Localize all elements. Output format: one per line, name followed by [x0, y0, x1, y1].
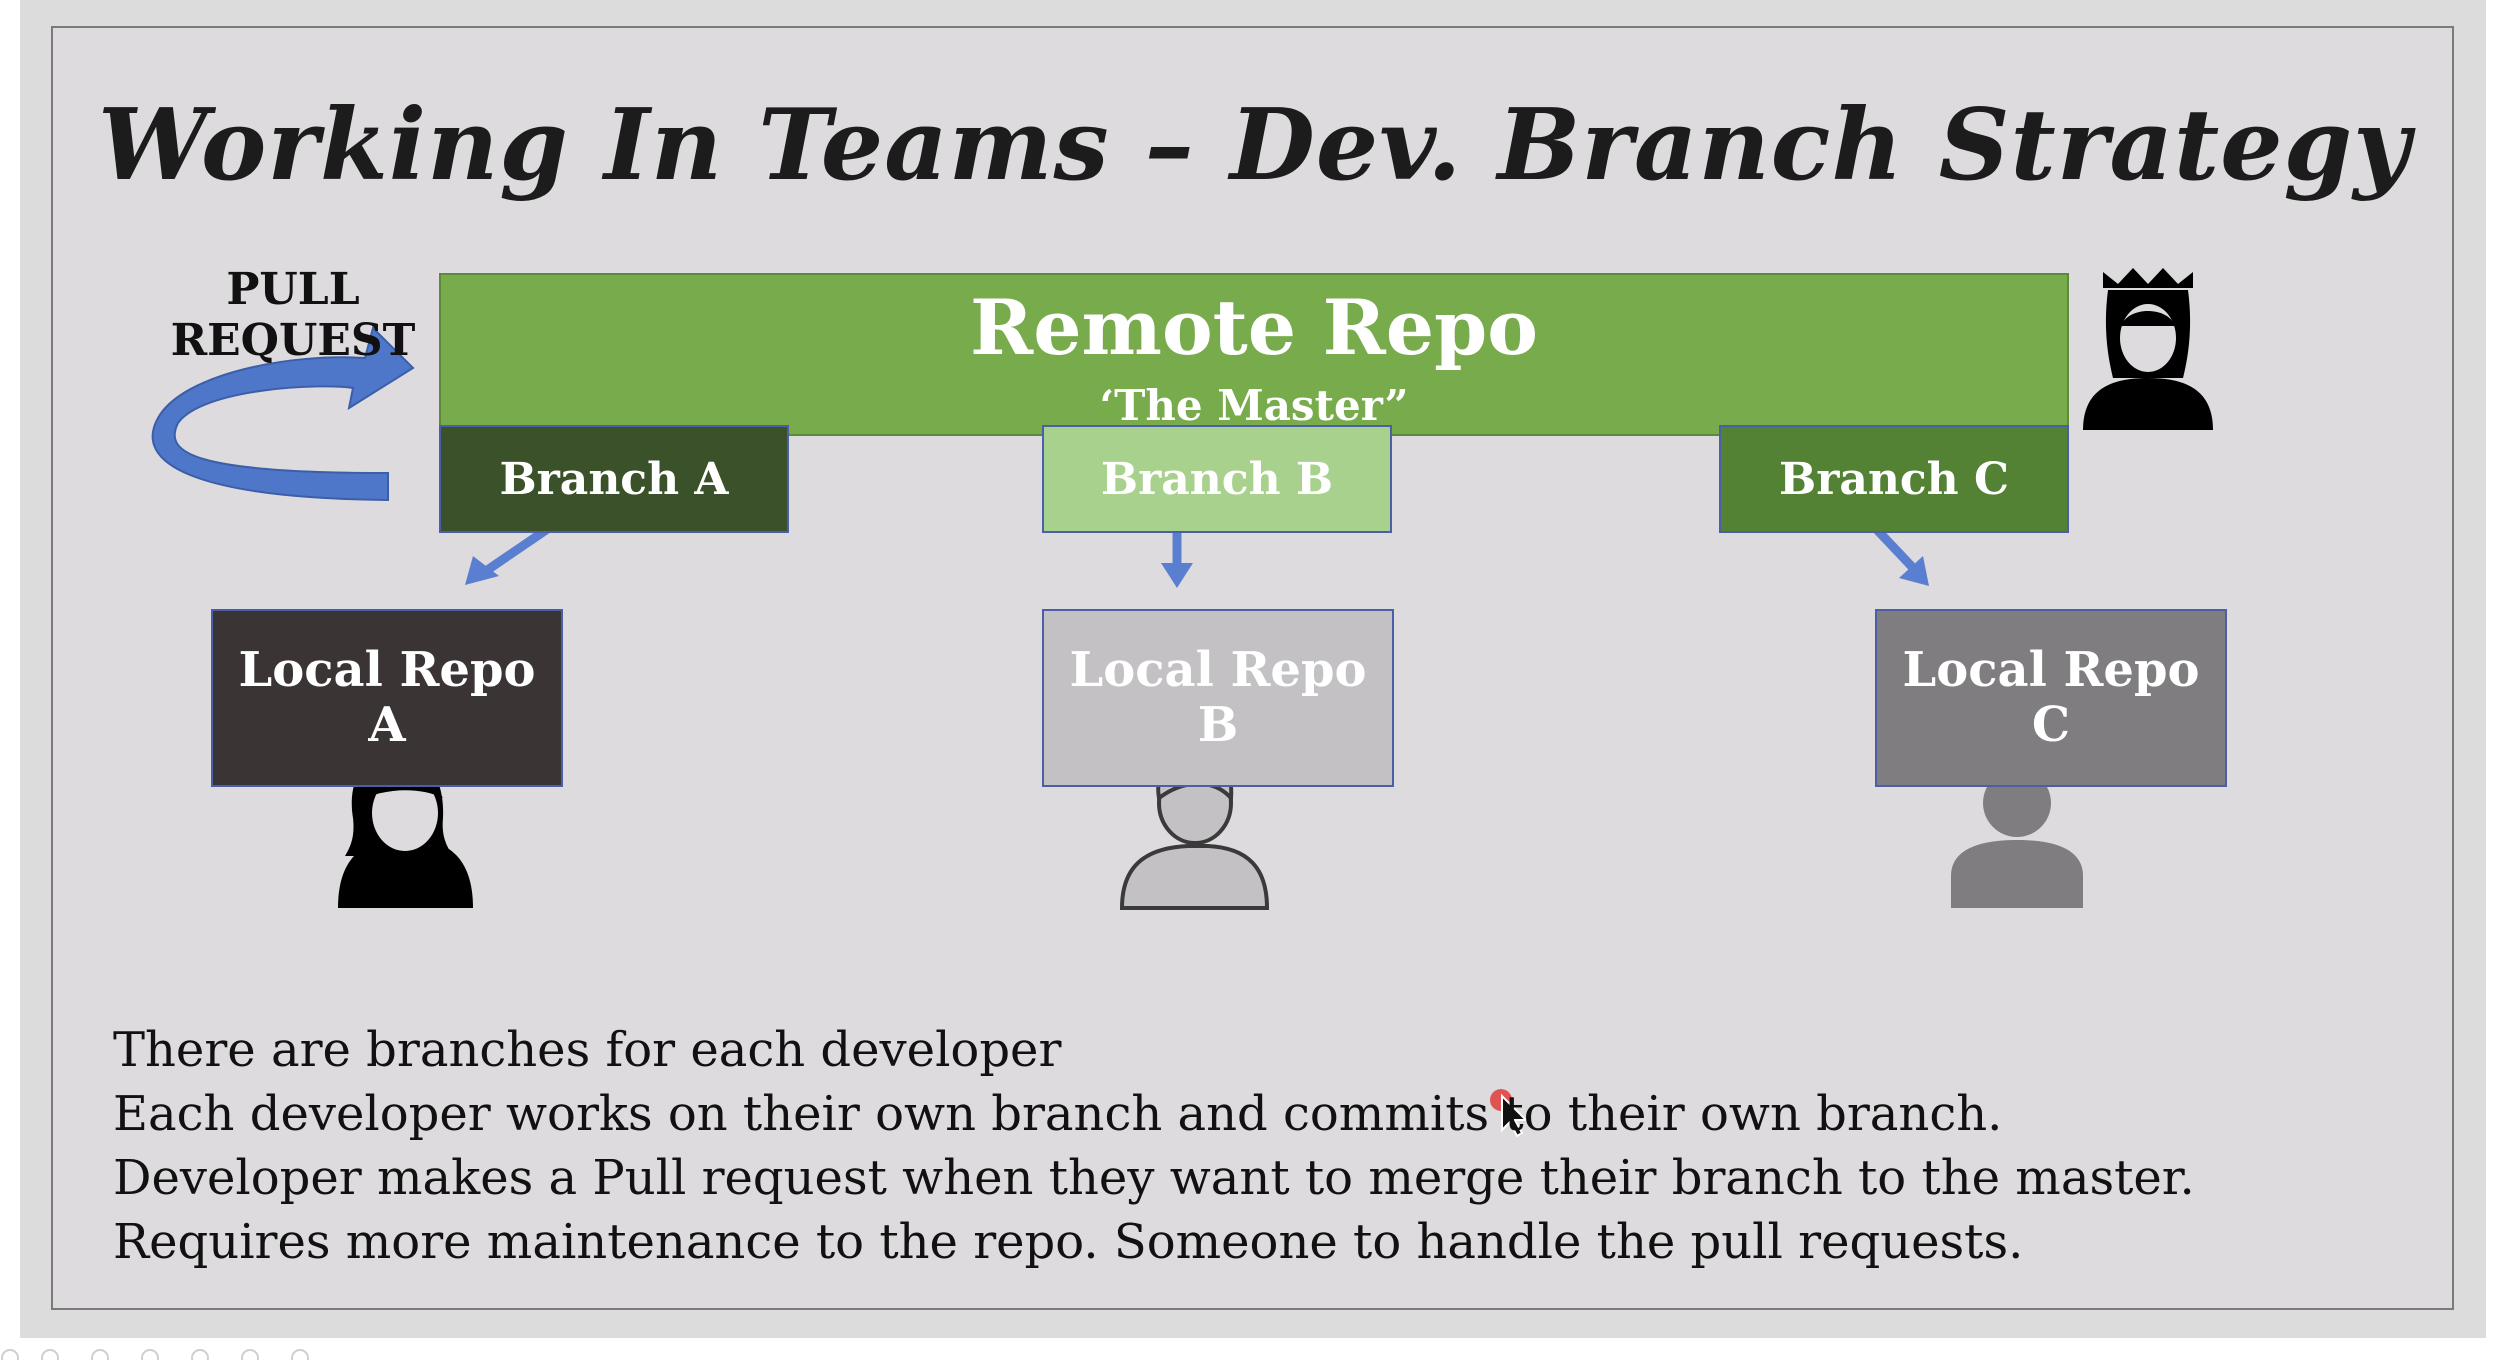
- local-repo-a-line2: A: [368, 697, 406, 753]
- local-repo-b-line2: B: [1197, 697, 1239, 753]
- local-repo-c-line2: C: [2031, 697, 2071, 753]
- bullet-list: There are branches for each developer Ea…: [113, 1018, 2413, 1274]
- bullet-item: Each developer works on their own branch…: [113, 1086, 2003, 1142]
- branch-b-box: Branch B: [1042, 425, 1392, 533]
- local-repo-b-line1: Local Repo: [1069, 641, 1367, 698]
- local-repo-c-line1: Local Repo: [1902, 641, 2200, 698]
- remote-repo-title: Remote Repo: [970, 283, 1538, 372]
- local-repo-b-box: Local Repo B: [1042, 609, 1394, 787]
- mouse-pointer-icon: [1490, 1089, 1529, 1138]
- bullet-item: Developer makes a Pull request when they…: [113, 1150, 2195, 1206]
- local-repo-a-box: Local Repo A: [211, 609, 563, 787]
- local-repo-a-line1: Local Repo: [238, 641, 536, 698]
- remote-repo-box: Remote Repo ‘The Master”: [439, 273, 2069, 436]
- queen-icon: [2083, 268, 2213, 430]
- generic-user-icon: [1951, 769, 2083, 908]
- bullet-item: There are branches for each developer: [113, 1022, 1062, 1078]
- slide-title: Working In Teams – Dev. Branch Strategy: [97, 88, 2412, 203]
- branch-a-box: Branch A: [439, 425, 789, 533]
- branch-c-box: Branch C: [1719, 425, 2069, 533]
- slide: Working In Teams – Dev. Branch Strategy: [51, 26, 2454, 1310]
- pull-request-label: PULL REQUEST: [170, 264, 416, 367]
- bullet-item: Requires more maintenance to the repo. S…: [113, 1214, 2024, 1270]
- remote-repo-subtitle: ‘The Master”: [1099, 381, 1409, 430]
- curved-arrow-icon: [151, 326, 415, 502]
- viewer-toolbar-strip: [1, 1349, 309, 1360]
- local-repo-c-box: Local Repo C: [1875, 609, 2227, 787]
